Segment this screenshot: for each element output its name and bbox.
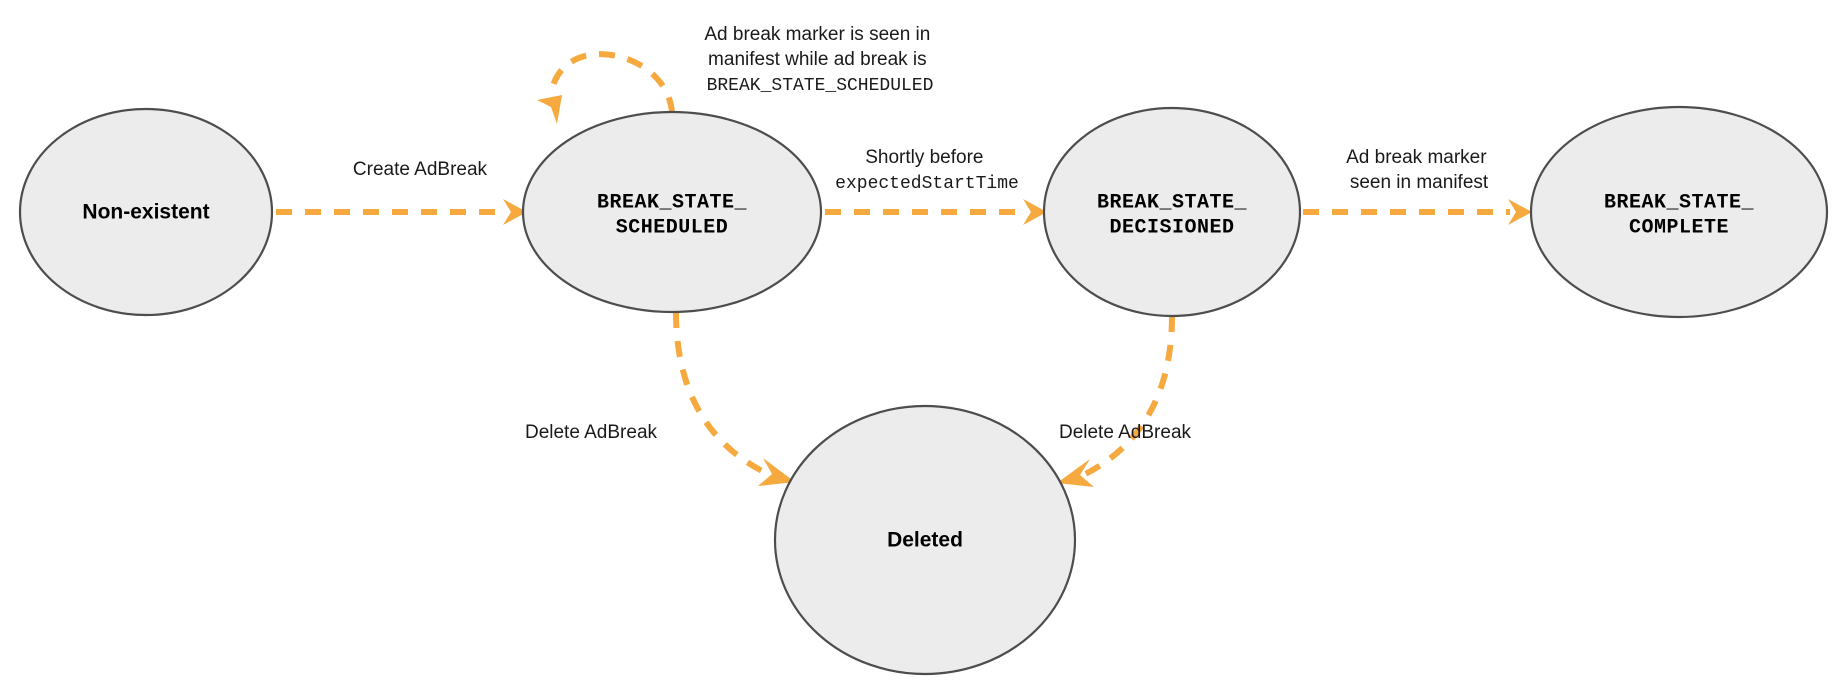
edge-delete-from-scheduled-label-line-0: Delete AdBreak xyxy=(525,422,658,443)
edge-shortly-before-label: Shortly before expectedStartTime xyxy=(835,147,1019,194)
edge-scheduled-self-loop-label-line-0: Ad break marker is seen in xyxy=(704,24,930,45)
edge-scheduled-self-loop-line xyxy=(548,51,675,114)
node-break-state-scheduled-shape[interactable] xyxy=(521,110,823,314)
node-break-state-decisioned-label: BREAK_STATE_ xyxy=(1097,191,1248,214)
edge-delete-from-decisioned-label-line-0: Delete AdBreak xyxy=(1059,422,1192,443)
node-break-state-decisioned-shape[interactable] xyxy=(1042,106,1302,318)
edge-shortly-before-label-line-0: Shortly before xyxy=(865,147,983,168)
edge-scheduled-self-loop-label-line-2: BREAK_STATE_SCHEDULED xyxy=(707,76,934,96)
edge-delete-adbreak-from-decisioned: Delete AdBreak xyxy=(1057,315,1192,487)
edge-scheduled-self-loop-arrowhead xyxy=(537,95,562,124)
edge-create-adbreak-label: Create AdBreak xyxy=(353,159,488,180)
edge-create-adbreak-label-line-0: Create AdBreak xyxy=(353,159,488,180)
edge-create-adbreak-arrowhead xyxy=(503,199,527,225)
node-deleted[interactable]: Deleted xyxy=(773,404,1077,676)
edge-marker-seen-label-line-0: Ad break marker xyxy=(1346,147,1487,168)
edge-create-adbreak: Create AdBreak xyxy=(276,159,527,225)
node-break-state-decisioned[interactable]: BREAK_STATE_ DECISIONED xyxy=(1042,106,1302,318)
edge-scheduled-self-loop-label-line-1: manifest while ad break is xyxy=(708,49,927,70)
node-non-existent-label: Non-existent xyxy=(82,201,209,224)
edge-marker-seen-arrowhead xyxy=(1508,199,1532,225)
node-break-state-decisioned-label-2: DECISIONED xyxy=(1109,216,1234,239)
edge-delete-from-scheduled-arrowhead xyxy=(758,458,795,486)
edge-scheduled-self-loop-label: Ad break marker is seen in manifest whil… xyxy=(704,24,935,96)
edge-delete-from-scheduled-line xyxy=(673,311,777,480)
edge-scheduled-self-loop: Ad break marker is seen in manifest whil… xyxy=(537,24,935,124)
node-deleted-label: Deleted xyxy=(887,529,963,552)
node-deleted-shape[interactable] xyxy=(773,404,1077,676)
edge-delete-from-decisioned-label: Delete AdBreak xyxy=(1059,422,1192,443)
edge-delete-from-scheduled-label: Delete AdBreak xyxy=(525,422,658,443)
edge-delete-adbreak-from-scheduled: Delete AdBreak xyxy=(525,311,795,486)
node-break-state-complete-label: BREAK_STATE_ xyxy=(1604,191,1755,214)
edge-delete-from-decisioned-arrowhead xyxy=(1057,459,1094,487)
node-break-state-complete-label-2: COMPLETE xyxy=(1629,216,1729,239)
node-break-state-complete-shape[interactable] xyxy=(1529,105,1829,319)
edge-ad-break-marker-seen-in-manifest: Ad break marker seen in manifest xyxy=(1303,147,1532,225)
node-non-existent[interactable]: Non-existent xyxy=(18,107,274,317)
node-break-state-scheduled-label: BREAK_STATE_ xyxy=(597,191,748,214)
edge-marker-seen-label: Ad break marker seen in manifest xyxy=(1346,147,1492,193)
node-break-state-scheduled[interactable]: BREAK_STATE_ SCHEDULED xyxy=(521,110,823,314)
node-break-state-complete[interactable]: BREAK_STATE_ COMPLETE xyxy=(1529,105,1829,319)
edge-shortly-before-expected-start-time: Shortly before expectedStartTime xyxy=(825,147,1047,225)
edge-delete-from-decisioned-line xyxy=(1075,315,1175,481)
node-break-state-scheduled-label-2: SCHEDULED xyxy=(616,216,729,239)
edge-shortly-before-label-line-1: expectedStartTime xyxy=(835,174,1019,194)
edge-marker-seen-label-line-1: seen in manifest xyxy=(1350,172,1489,193)
node-non-existent-shape[interactable] xyxy=(18,107,274,317)
edge-shortly-before-arrowhead xyxy=(1023,199,1047,225)
